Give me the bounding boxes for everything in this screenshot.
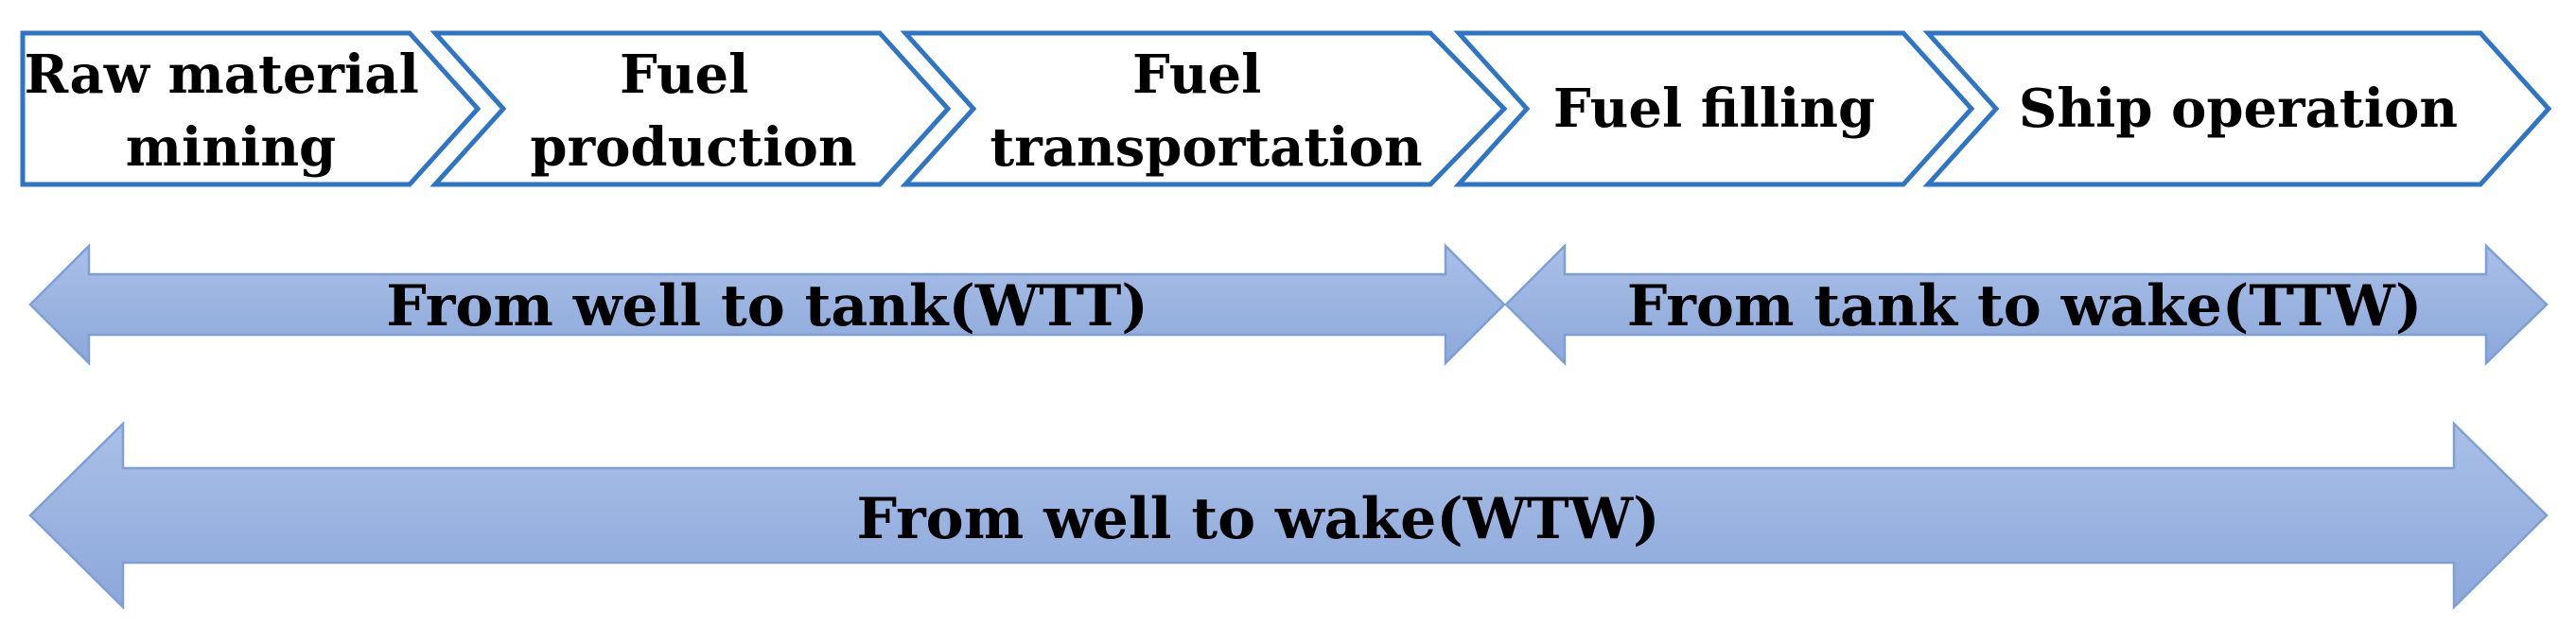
stage-fuel-transportation-line-2: transportation bbox=[990, 116, 1422, 179]
wtt-arrow-shape bbox=[28, 242, 1506, 367]
stage-raw-material-mining-line-2: mining bbox=[126, 116, 336, 179]
stage-ship-operation-line-1: Ship operation bbox=[2019, 78, 2458, 140]
stage-fuel-production: Fuel production bbox=[429, 30, 952, 187]
scope-row-partial: From well to tank(WTT) From tank to wake… bbox=[28, 242, 2549, 367]
wtw-arrow: From well to wake(WTW) bbox=[28, 421, 2549, 610]
wtw-label: From well to wake(WTW) bbox=[857, 486, 1660, 552]
stage-ship-operation-shape bbox=[1922, 30, 2552, 187]
wtt-label: From well to tank(WTT) bbox=[386, 273, 1148, 339]
stage-fuel-transportation-shape bbox=[900, 30, 1508, 187]
stage-fuel-filling-line-1: Fuel filling bbox=[1553, 78, 1875, 140]
stage-ship-operation: Ship operation bbox=[1922, 30, 2552, 187]
stage-fuel-transportation: Fuel transportation bbox=[900, 30, 1508, 187]
stage-fuel-transportation-line-1: Fuel bbox=[1132, 44, 1261, 106]
stage-fuel-production-line-2: production bbox=[530, 116, 856, 179]
svg-text:Fuel production: Fuel production bbox=[530, 44, 856, 179]
ttw-arrow-shape bbox=[1504, 242, 2549, 367]
stage-raw-material-mining-line-1: Raw material bbox=[25, 44, 419, 106]
stage-fuel-filling: Fuel filling bbox=[1453, 30, 1975, 187]
svg-text:Ship operation: Ship operation bbox=[2019, 78, 2458, 140]
stage-raw-material-mining-shape bbox=[20, 30, 482, 187]
svg-text:Fuel filling: Fuel filling bbox=[1553, 78, 1875, 140]
ttw-label: From tank to wake(TTW) bbox=[1627, 273, 2422, 339]
ttw-arrow: From tank to wake(TTW) bbox=[1504, 242, 2549, 367]
stage-fuel-filling-shape bbox=[1453, 30, 1975, 187]
wtt-arrow: From well to tank(WTT) bbox=[28, 242, 1506, 367]
stage-raw-material-mining: Raw material mining bbox=[20, 30, 482, 187]
stage-fuel-production-shape bbox=[429, 30, 952, 187]
scope-row-full: From well to wake(WTW) bbox=[28, 421, 2549, 610]
wtw-arrow-shape bbox=[28, 421, 2549, 610]
svg-text:Raw material mining: Raw material mining bbox=[25, 44, 438, 179]
stage-row: Raw material mining Fuel production Fuel… bbox=[20, 30, 2552, 187]
svg-text:Fuel transportation: Fuel transportation bbox=[990, 44, 1422, 179]
stage-fuel-production-line-1: Fuel bbox=[620, 44, 748, 106]
